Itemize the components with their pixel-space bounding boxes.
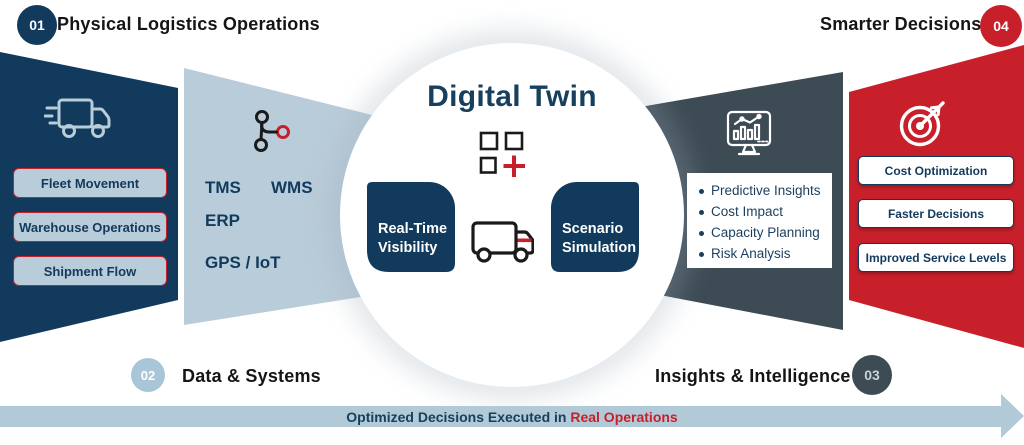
shipment-flow-chip: Shipment Flow xyxy=(13,256,167,286)
network-branch-icon xyxy=(242,106,290,159)
digital-twin-title: Digital Twin xyxy=(427,80,597,113)
truck-icon xyxy=(470,219,535,270)
warehouse-operations-chip: Warehouse Operations xyxy=(13,212,167,242)
cost-optimization-label: Cost Optimization xyxy=(884,163,988,178)
insights-card: Predictive Insights Cost Impact Capacity… xyxy=(687,173,832,268)
insight-item: Predictive Insights xyxy=(697,182,824,199)
risk-analysis-item: Risk Analysis xyxy=(711,246,791,261)
fleet-movement-chip: Fleet Movement xyxy=(13,168,167,198)
step-1-number: 01 xyxy=(29,17,45,33)
step-1-label: Physical Logistics Operations xyxy=(57,14,320,34)
predictive-insights-item: Predictive Insights xyxy=(711,183,821,198)
step-3-label: Insights & Intelligence xyxy=(655,366,851,386)
wms-label: WMS xyxy=(271,178,313,197)
bullet-dot xyxy=(699,252,704,257)
insight-item: Capacity Planning xyxy=(697,224,824,241)
faster-decisions-chip: Faster Decisions xyxy=(858,199,1014,228)
bullet-dot xyxy=(699,231,704,236)
insight-item: Cost Impact xyxy=(697,203,824,220)
insight-item: Risk Analysis xyxy=(697,245,824,262)
arrow-text-main: Optimized Decisions Executed in xyxy=(346,409,571,425)
target-dart-icon xyxy=(896,99,948,152)
real-time-visibility-label: Real-Time Visibility xyxy=(378,220,447,258)
bottom-arrow-band xyxy=(0,406,1001,427)
monitor-chart-icon xyxy=(725,109,773,166)
erp-label: ERP xyxy=(205,211,240,230)
scenario-line: Scenario xyxy=(562,221,624,237)
step-3-number: 03 xyxy=(864,367,880,383)
real-time-line: Real-Time xyxy=(378,221,448,237)
improved-service-levels-label: Improved Service Levels xyxy=(865,250,1007,265)
step-1-badge: 01 xyxy=(17,5,57,45)
step-4-label: Smarter Decisions xyxy=(820,14,982,34)
step-4-number: 04 xyxy=(993,18,1009,34)
cost-impact-item: Cost Impact xyxy=(711,204,784,219)
bullet-dot xyxy=(699,189,704,194)
shipment-flow-label: Shipment Flow xyxy=(43,263,137,279)
data-systems-panel xyxy=(184,68,392,325)
faster-decisions-label: Faster Decisions xyxy=(887,206,985,221)
scenario-simulation-box xyxy=(551,182,639,277)
visibility-line: Visibility xyxy=(378,240,438,256)
step-2-label: Data & Systems xyxy=(182,366,321,386)
delivery-truck-icon xyxy=(43,96,114,147)
improved-service-levels-chip: Improved Service Levels xyxy=(858,243,1014,272)
arrow-text-highlight: Real Operations xyxy=(570,409,678,425)
step-3-badge: 03 xyxy=(852,355,892,395)
warehouse-operations-label: Warehouse Operations xyxy=(19,219,161,235)
scenario-simulation-label: Scenario Simulation xyxy=(562,220,636,258)
tms-label: TMS xyxy=(205,178,241,197)
bottom-arrow-text: Optimized Decisions Executed in Real Ope… xyxy=(0,409,1024,425)
step-2-badge: 02 xyxy=(131,358,165,392)
modules-plus-icon xyxy=(478,130,528,185)
step-2-number: 02 xyxy=(140,367,156,383)
real-time-visibility-box xyxy=(367,182,455,277)
gps-iot-label: GPS / IoT xyxy=(205,253,281,272)
bullet-dot xyxy=(699,210,704,215)
simulation-line: Simulation xyxy=(562,240,637,256)
bottom-arrow-head xyxy=(1001,394,1024,438)
cost-optimization-chip: Cost Optimization xyxy=(858,156,1014,185)
step-4-badge: 04 xyxy=(980,5,1022,47)
fleet-movement-label: Fleet Movement xyxy=(40,175,140,191)
smarter-decisions-panel xyxy=(849,45,1024,348)
capacity-planning-item: Capacity Planning xyxy=(711,225,820,240)
